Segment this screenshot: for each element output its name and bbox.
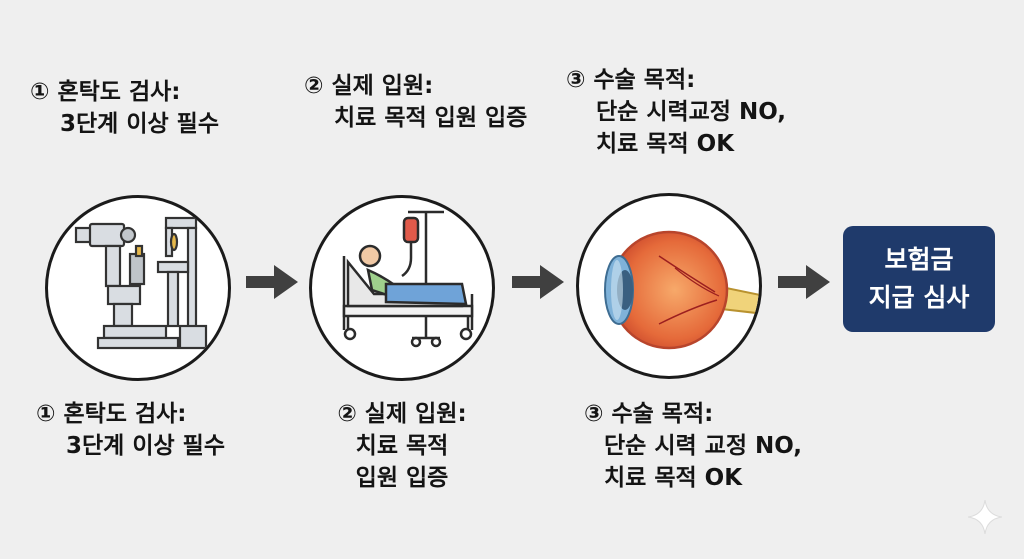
- step2-top-title: ② 실제 입원:: [304, 73, 434, 99]
- step2-bottom-label: ② 실제 입원: 치료 목적 입원 입증: [318, 398, 486, 494]
- step1-top-label: ① 혼탁도 검사: 3단계 이상 필수: [30, 76, 219, 140]
- step1-bottom-label: ① 혼탁도 검사: 3단계 이상 필수: [36, 398, 225, 462]
- slit-lamp-icon: [74, 216, 208, 350]
- step1-top-title: ① 혼탁도 검사:: [30, 79, 181, 105]
- hospital-bed-icon: [342, 210, 474, 348]
- step3-circle: [576, 193, 762, 379]
- step3-top-title: ③ 수술 목적:: [566, 67, 696, 93]
- result-box-line1: 보험금: [884, 245, 954, 274]
- step2-circle: [309, 195, 495, 381]
- step3-bottom-title: ③ 수술 목적:: [584, 401, 714, 427]
- result-box-line2: 지급 심사: [868, 283, 970, 312]
- sparkle-icon: [968, 500, 1002, 534]
- step1-bottom-title: ① 혼탁도 검사:: [36, 401, 187, 427]
- step1-bottom-desc: 3단계 이상 필수: [66, 433, 225, 459]
- step3-bottom-desc1: 단순 시력 교정 NO,: [604, 433, 803, 459]
- step2-top-label: ② 실제 입원: 치료 목적 입원 입증: [304, 70, 527, 134]
- step1-circle: [45, 195, 231, 381]
- step3-bottom-desc2: 치료 목적 OK: [604, 465, 743, 491]
- step1-top-desc: 3단계 이상 필수: [60, 111, 219, 137]
- step3-top-label: ③ 수술 목적: 단순 시력교정 NO, 치료 목적 OK: [566, 64, 786, 160]
- step3-bottom-label: ③ 수술 목적: 단순 시력 교정 NO, 치료 목적 OK: [584, 398, 802, 494]
- step3-top-desc1: 단순 시력교정 NO,: [596, 99, 787, 125]
- step2-bottom-desc2: 입원 입증: [355, 465, 449, 491]
- step3-top-desc2: 치료 목적 OK: [596, 131, 735, 157]
- arrow-2: [512, 265, 564, 299]
- eyeball-icon: [604, 230, 759, 350]
- step2-bottom-desc1: 치료 목적: [355, 433, 449, 459]
- insurance-review-box: 보험금 지급 심사: [843, 226, 995, 332]
- arrow-3: [778, 265, 830, 299]
- arrow-1: [246, 265, 298, 299]
- step2-bottom-title: ② 실제 입원:: [337, 401, 467, 427]
- step2-top-desc: 치료 목적 입원 입증: [334, 105, 528, 131]
